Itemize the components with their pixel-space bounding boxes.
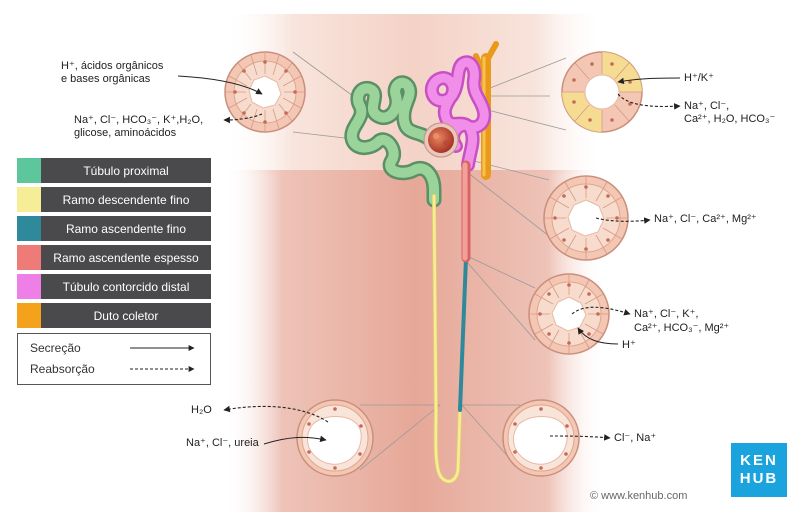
legend-label: Ramo ascendente espesso	[41, 245, 211, 270]
arrow-tal-secretion	[577, 327, 619, 345]
legend-swatch	[17, 158, 41, 183]
legend-swatch	[17, 303, 41, 328]
section-distal	[543, 175, 629, 261]
glomerulus	[423, 122, 459, 158]
collecting-reabsorption-label-2: Ca²⁺, H₂O, HCO₃⁻	[684, 113, 776, 125]
legend-item-thick-ascending: Ramo ascendente espesso	[17, 245, 211, 270]
legend-swatch	[17, 245, 41, 270]
legend-label: Túbulo contorcido distal	[41, 274, 211, 299]
legend-label: Ramo descendente fino	[41, 187, 211, 212]
collecting-reabsorption-label-1: Na⁺, Cl⁻,	[684, 100, 730, 112]
legend-swatch	[17, 187, 41, 212]
legend-swatch	[17, 216, 41, 241]
legend-swatch	[17, 274, 41, 299]
section-thick-ascending	[528, 273, 610, 355]
section-thin-ascending	[502, 399, 580, 477]
logo-line-1: KEN	[740, 452, 778, 469]
arrow-tal-reabsorption	[571, 306, 631, 316]
loop-of-henle	[432, 160, 471, 484]
arrow-pct-secretion	[177, 75, 263, 95]
thick-secretion-label: H⁺	[622, 339, 636, 351]
arrow-legend: Secreção Reabsorção	[17, 333, 211, 385]
legend-item-proximal: Túbulo proximal	[17, 158, 211, 183]
collecting-secretion-label: H⁺/K⁺	[684, 72, 714, 84]
arrow-legend-glyphs	[130, 345, 195, 372]
pct-reabsorption-label-1: Na⁺, Cl⁻, HCO₃⁻, K⁺,H₂O,	[74, 114, 204, 126]
copyright-credit: © www.kenhub.com	[590, 490, 688, 502]
arrow-cd-secretion	[617, 77, 681, 85]
legend-item-thin-ascending: Ramo ascendente fino	[17, 216, 211, 241]
section-collecting	[561, 51, 643, 133]
legend-item-thin-descending: Ramo descendente fino	[17, 187, 211, 212]
thin-ascending-label: Cl⁻, Na⁺	[614, 432, 657, 444]
descending-solutes-label: Na⁺, Cl⁻, ureia	[186, 437, 259, 449]
thick-reabsorption-label-2: Ca²⁺, HCO₃⁻, Mg²⁺	[634, 322, 730, 334]
kenhub-logo: KEN HUB	[731, 443, 787, 497]
legend-label: Duto coletor	[41, 303, 211, 328]
arrow-tdl-solutes	[263, 435, 327, 445]
section-proximal	[224, 51, 306, 133]
distal-tubule	[424, 55, 492, 172]
arrow-dct-reabsorption	[595, 217, 651, 224]
legend-label: Túbulo proximal	[41, 158, 211, 183]
descending-water-label: H₂O	[191, 404, 212, 416]
pct-reabsorption-label-2: glicose, aminoácidos	[74, 127, 177, 139]
section-thin-descending	[296, 399, 374, 477]
legend-label: Ramo ascendente fino	[41, 216, 211, 241]
thick-reabsorption-label-1: Na⁺, Cl⁻, K⁺,	[634, 308, 699, 320]
flow-arrows	[177, 75, 681, 445]
secretion-legend-label: Secreção	[30, 341, 81, 355]
distal-reabsorption-label: Na⁺, Cl⁻, Ca²⁺, Mg²⁺	[654, 213, 757, 225]
reabsorption-legend-label: Reabsorção	[30, 362, 95, 376]
pct-secretion-label: H⁺, ácidos orgânicos e bases orgânicas	[61, 60, 164, 85]
arrow-tdl-water	[223, 405, 329, 423]
proximal-tubule	[344, 75, 442, 208]
arrow-pct-reabsorption	[223, 113, 263, 124]
legend-item-collecting: Duto coletor	[17, 303, 211, 328]
arrow-cd-reabsorption	[617, 93, 681, 110]
logo-line-2: HUB	[739, 470, 779, 487]
legend-item-distal: Túbulo contorcido distal	[17, 274, 211, 299]
